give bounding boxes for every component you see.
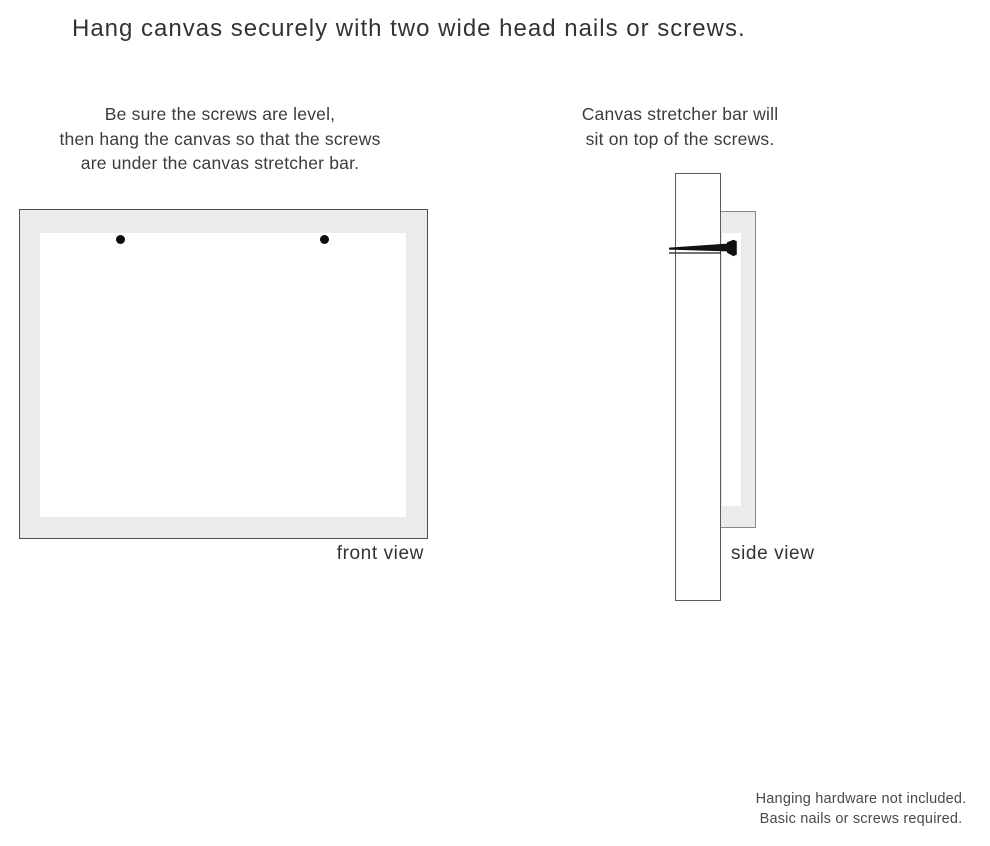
side-view-label: side view: [731, 543, 815, 564]
front-view-instructions: Be sure the screws are level, then hang …: [30, 102, 410, 176]
hardware-note-line: Hanging hardware not included.: [755, 791, 967, 807]
front-instruction-line: Be sure the screws are level,: [104, 104, 336, 124]
hardware-note: Hanging hardware not included. Basic nai…: [721, 790, 990, 829]
front-view-canvas-frame: [19, 209, 428, 539]
front-view-canvas-face: [40, 233, 406, 517]
nail-icon: [669, 239, 737, 257]
side-instruction-line: Canvas stretcher bar will: [581, 104, 779, 124]
side-view-instructions: Canvas stretcher bar will sit on top of …: [560, 102, 800, 151]
front-instruction-line: then hang the canvas so that the screws: [59, 128, 381, 149]
side-view-canvas: [720, 211, 756, 528]
screw-head-icon: [320, 235, 329, 244]
hardware-note-line: Basic nails or screws required.: [759, 810, 963, 827]
side-view-wall: [675, 173, 721, 601]
page-title: Hang canvas securely with two wide head …: [72, 15, 746, 42]
side-view-canvas-face: [722, 233, 741, 506]
screw-head-icon: [116, 235, 125, 244]
side-instruction-line: sit on top of the screws.: [585, 128, 775, 149]
front-view-label: front view: [336, 543, 424, 564]
front-instruction-line: are under the canvas stretcher bar.: [80, 153, 360, 173]
